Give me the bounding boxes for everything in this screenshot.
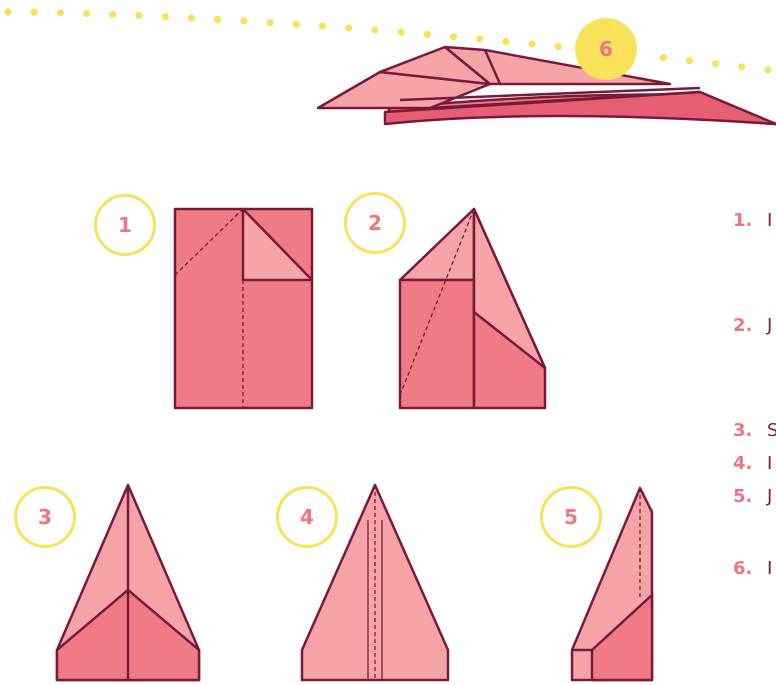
instruction-item: 5.J xyxy=(733,486,773,507)
flight-path-dot xyxy=(345,24,353,32)
step-1-fold xyxy=(173,207,314,410)
flight-path-dot xyxy=(187,14,195,22)
flight-path-dot xyxy=(135,11,143,20)
flight-path-dot xyxy=(659,54,667,62)
flight-path-dot xyxy=(423,30,431,38)
instruction-item: 1.I xyxy=(733,210,773,231)
flight-path-dot xyxy=(292,20,300,28)
flight-path-dot xyxy=(30,8,38,16)
flight-path-dot xyxy=(712,60,720,68)
flight-path-dot xyxy=(4,8,12,16)
step-3-fold xyxy=(55,483,201,682)
flight-path-dot xyxy=(109,10,117,18)
flight-path-dot xyxy=(266,19,274,27)
flight-path-dot xyxy=(214,15,222,23)
flight-path-dot xyxy=(240,17,248,25)
step-2-fold xyxy=(398,207,547,410)
flight-path-dot xyxy=(685,57,694,65)
step-2-badge: 2 xyxy=(344,192,406,254)
instruction-item: 4.I xyxy=(733,453,773,474)
flight-path-dot xyxy=(161,13,169,21)
flight-path-dot xyxy=(554,43,562,51)
flight-path-dots xyxy=(4,8,772,74)
flight-path-dot xyxy=(764,66,772,74)
flight-path-dot xyxy=(397,28,405,36)
flight-path-dot xyxy=(56,9,64,17)
flight-path-dot xyxy=(371,26,379,34)
flight-path-dot xyxy=(476,35,484,43)
flight-path-dot xyxy=(449,33,458,41)
flight-path-dot xyxy=(502,37,510,46)
flight-path-dot xyxy=(738,63,746,71)
flight-path-dot xyxy=(528,40,536,48)
flight-path-dot xyxy=(318,22,327,30)
step-3-badge: 3 xyxy=(14,486,76,548)
step-5-fold xyxy=(570,486,654,682)
step-4-badge: 4 xyxy=(276,486,338,548)
flight-path-dot xyxy=(83,9,91,18)
instruction-item: 2.J xyxy=(733,315,773,336)
step-6-plane xyxy=(316,45,776,126)
step-6-badge: 6 xyxy=(575,18,637,80)
instruction-item: 6.I xyxy=(733,558,773,579)
step-4-fold xyxy=(300,483,450,682)
instruction-item: 3.S xyxy=(733,420,776,441)
step-1-badge: 1 xyxy=(94,194,156,256)
step-5-badge: 5 xyxy=(540,486,602,548)
